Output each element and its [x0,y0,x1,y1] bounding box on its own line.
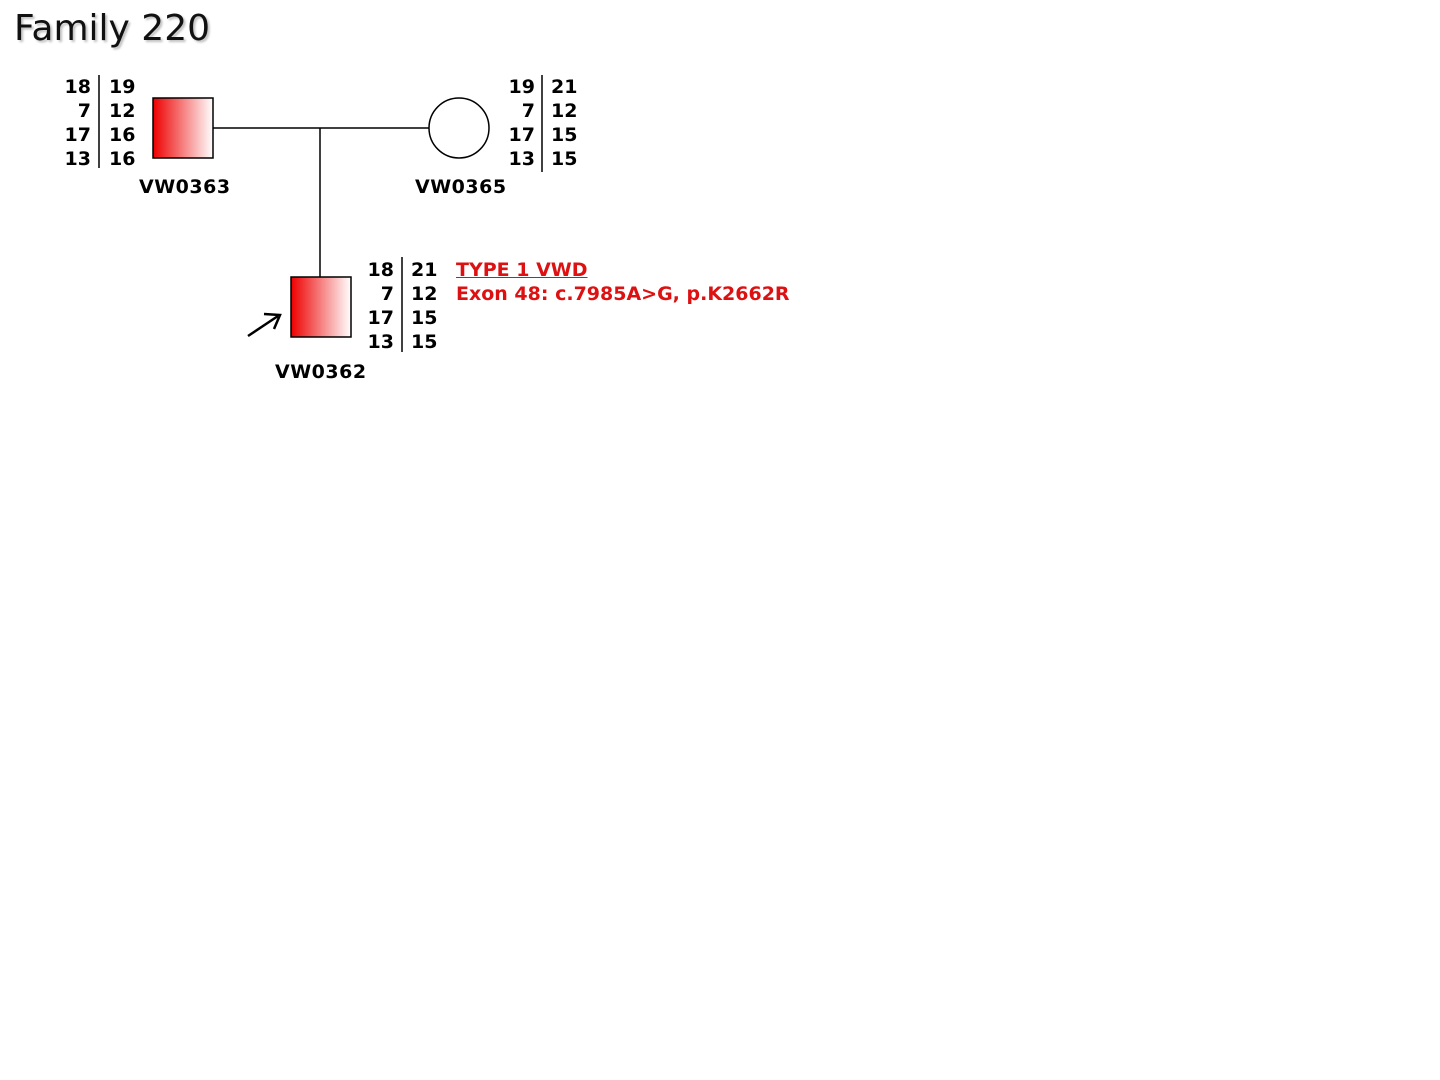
haplotype-allele: 18 [64,76,91,98]
mother-haplotype-left: 19 7 17 13 [509,75,535,171]
haplotype-allele: 13 [508,148,535,170]
proband-haplotype-right: 21 12 15 15 [411,258,437,354]
haplotype-allele: 19 [109,76,136,98]
haplotype-allele: 12 [411,283,438,305]
proband-annotation: TYPE 1 VWD Exon 48: c.7985A>G, p.K2662R [456,258,790,306]
haplotype-allele: 15 [411,307,438,329]
haplotype-allele: 17 [64,124,91,146]
proband-arrow-icon [247,312,282,338]
haplotype-allele: 17 [367,307,394,329]
proband-haplotype-left: 18 7 17 13 [368,258,394,354]
haplotype-allele: 7 [380,283,394,305]
haplotype-allele: 18 [367,259,394,281]
haplotype-allele: 12 [551,100,578,122]
haplotype-allele: 7 [521,100,535,122]
haplotype-allele: 16 [109,148,136,170]
diagnosis-label: TYPE 1 VWD [456,259,588,281]
proband-male-symbol[interactable] [290,276,352,338]
haplotype-allele: 13 [64,148,91,170]
mutation-label: Exon 48: c.7985A>G, p.K2662R [456,283,790,305]
haplotype-allele: 12 [109,100,136,122]
mother-id-label: VW0365 [415,176,507,198]
haplotype-allele: 21 [411,259,438,281]
haplotype-allele: 15 [551,148,578,170]
page-title: Family 220 [14,8,210,49]
haplotype-allele: 16 [109,124,136,146]
haplotype-allele: 15 [411,331,438,353]
haplotype-allele: 15 [551,124,578,146]
proband-id-label: VW0362 [275,361,367,383]
father-haplotype-left: 18 7 17 13 [65,75,91,171]
haplotype-allele: 21 [551,76,578,98]
haplotype-allele: 7 [77,100,91,122]
mother-haplotype-right: 21 12 15 15 [551,75,577,171]
haplotype-allele: 19 [508,76,535,98]
father-male-symbol[interactable] [152,97,214,159]
mother-female-symbol[interactable] [428,97,490,159]
father-haplotype-right: 19 12 16 16 [109,75,135,171]
father-id-label: VW0363 [139,176,231,198]
haplotype-allele: 13 [367,331,394,353]
haplotype-allele: 17 [508,124,535,146]
